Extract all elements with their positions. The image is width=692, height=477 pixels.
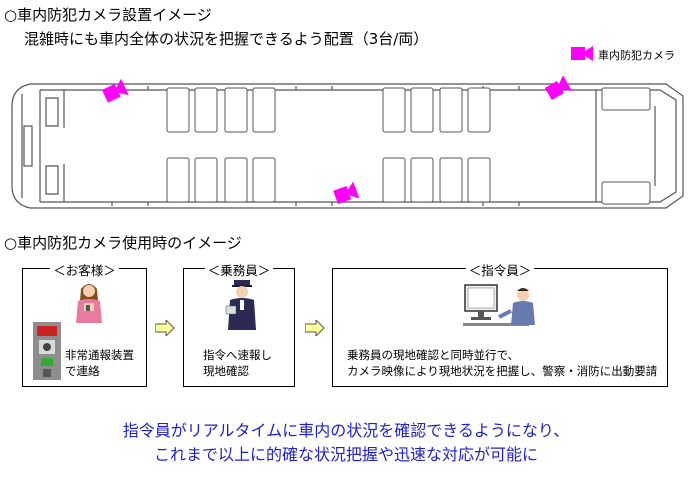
passenger-box-title: ＜お客様＞: [50, 263, 119, 278]
dispatcher-illustration: [463, 281, 543, 333]
summary-line-1: 指令員がリアルタイムに車内の状況を確認できるようになり、: [122, 421, 570, 440]
flow-arrow-2: [304, 318, 325, 338]
camera-layout-subtitle: 混雑時にも車内全体の状況を把握できるよう配置（3台/両）: [24, 30, 429, 48]
dispatcher-box-line-2: カメラ映像により現地状況を把握し、警察・消防に出動要請: [347, 364, 658, 378]
crew-box-line-2: 現地確認: [203, 364, 249, 378]
camera-legend-icon: [571, 45, 593, 62]
emergency-call-device: [33, 322, 61, 380]
train-car-floor-plan: [0, 75, 692, 216]
crew-box-title: ＜乗務員＞: [204, 263, 274, 278]
crew-illustration: [224, 278, 260, 332]
dispatcher-box-line-1: 乗務員の現地確認と同時並行で、: [347, 348, 520, 362]
crew-box: ＜乗務員＞ 指令へ速報し 現地確認: [183, 263, 295, 387]
camera-layout-heading: ○車内防犯カメラ設置イメージ: [4, 6, 212, 24]
passenger-illustration: [71, 279, 107, 327]
camera-usage-heading: ○車内防犯カメラ使用時のイメージ: [4, 234, 242, 252]
passenger-box: ＜お客様＞ 非常通報装置 で連絡: [22, 263, 147, 387]
camera-legend-label: 車内防犯カメラ: [598, 49, 675, 62]
passenger-box-line-2: で連絡: [65, 364, 100, 378]
dispatcher-box-title: ＜指令員＞: [465, 263, 535, 278]
dispatcher-box: ＜指令員＞ 乗務員の現地確認と同時並行で、 カメラ映像により現地状況を把握し、警…: [332, 263, 668, 387]
passenger-box-line-1: 非常通報装置: [65, 348, 134, 362]
summary-line-2: これまで以上に的確な状況把握や迅速な対応が可能に: [153, 445, 538, 464]
crew-box-line-1: 指令へ速報し: [203, 348, 272, 362]
flow-arrow-1: [154, 318, 175, 338]
